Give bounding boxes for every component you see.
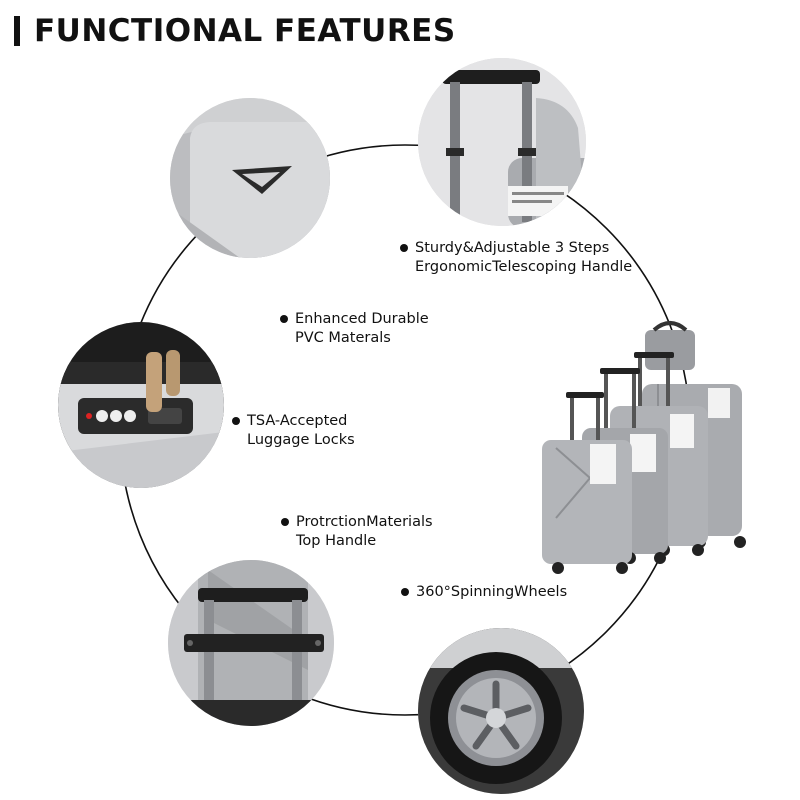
feature-line-1: Enhanced Durable xyxy=(295,311,429,327)
page-title: FUNCTIONAL FEATURES xyxy=(34,13,456,49)
feature-line-2: Top Handle xyxy=(296,533,377,549)
luggage-set-image xyxy=(542,321,746,574)
feature-tsa-locks: TSA-Accepted Luggage Locks xyxy=(232,412,355,450)
shell-corner-photo xyxy=(170,98,330,258)
feature-telescoping-handle: Sturdy&Adjustable 3 Steps ErgonomicTeles… xyxy=(400,239,632,277)
telescoping-handle-photo xyxy=(418,58,586,226)
bullet-dot-icon xyxy=(232,417,240,425)
header-accent-bar xyxy=(14,16,20,46)
feature-pvc-materials: Enhanced Durable PVC Materals xyxy=(280,310,429,348)
bullet-dot-icon xyxy=(400,244,408,252)
feature-line-1: 360°SpinningWheels xyxy=(416,584,568,600)
bullet-dot-icon xyxy=(401,588,409,596)
feature-line-1: TSA-Accepted xyxy=(247,413,348,429)
spinning-wheel-photo xyxy=(418,628,584,794)
feature-line-2: ErgonomicTelescoping Handle xyxy=(415,259,633,275)
bullet-dot-icon xyxy=(280,315,288,323)
bullet-dot-icon xyxy=(281,518,289,526)
tsa-lock-photo xyxy=(58,322,224,488)
feature-line-2: PVC Materals xyxy=(295,330,391,346)
feature-top-handle: ProtrctionMaterials Top Handle xyxy=(281,513,433,551)
feature-line-1: Sturdy&Adjustable 3 Steps xyxy=(415,240,610,256)
feature-line-1: ProtrctionMaterials xyxy=(296,514,433,530)
page-header: FUNCTIONAL FEATURES xyxy=(14,10,456,52)
feature-line-2: Luggage Locks xyxy=(247,432,355,448)
top-handle-photo xyxy=(168,560,334,726)
feature-spinning-wheels: 360°SpinningWheels xyxy=(401,583,567,602)
